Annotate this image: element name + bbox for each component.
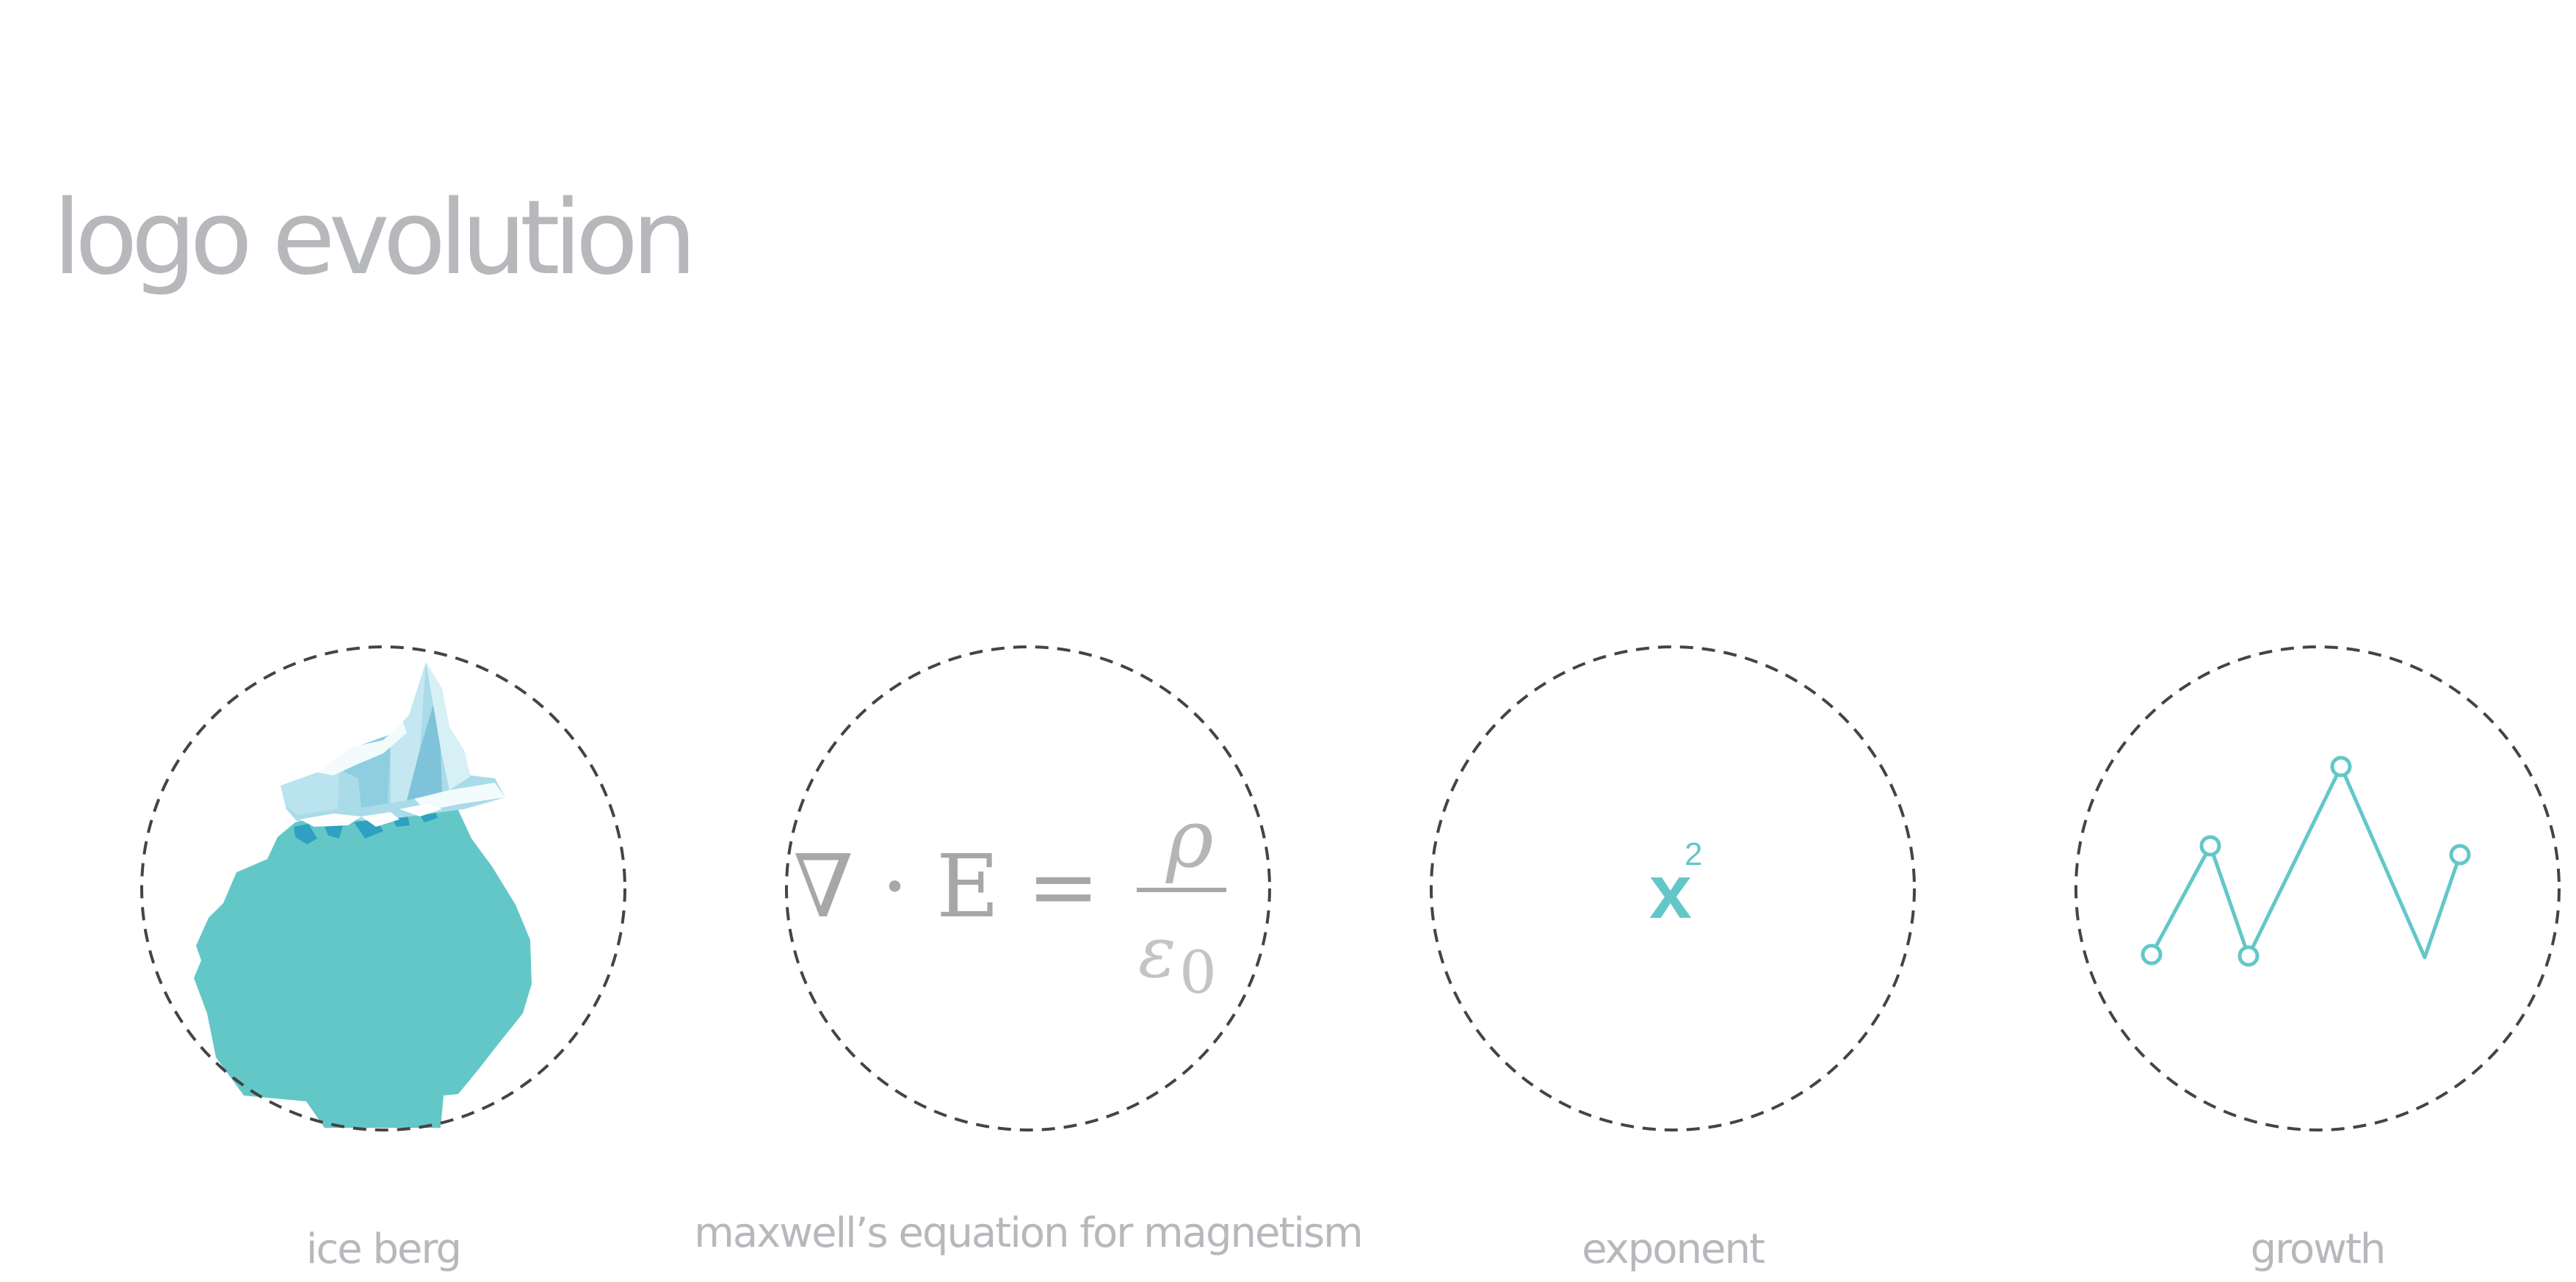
caption-maxwell-equation: maxwell’s equation for magnetism (694, 1209, 1363, 1257)
growth-line (2149, 764, 2462, 960)
caption-iceberg: ice berg (305, 1225, 462, 1273)
page-title: logo evolution (53, 178, 697, 298)
growth-point (2237, 945, 2260, 967)
formula-lhs: ∇ · E = (793, 836, 1099, 937)
exponent-base: x (1649, 850, 1692, 935)
caption-growth: growth (2250, 1225, 2387, 1273)
formula-denominator: ε (1138, 911, 1176, 993)
maxwell-equation-icon: ∇ · E = ρ ε 0 (785, 645, 1271, 1131)
formula-numerator: ρ (1165, 792, 1214, 886)
growth-point (2199, 835, 2221, 857)
exponent-icon: x 2 (1430, 645, 1916, 1131)
iceberg-icon (140, 645, 626, 1131)
logo-growth (2074, 645, 2561, 1131)
growth-point (2449, 844, 2471, 866)
growth-line-icon (2074, 645, 2561, 1131)
logo-maxwell-equation: ∇ · E = ρ ε 0 (785, 645, 1271, 1131)
formula-subscript: 0 (1179, 938, 1217, 1007)
exponent-power: 2 (1685, 836, 1702, 872)
caption-exponent: exponent (1582, 1225, 1765, 1273)
growth-point (2141, 944, 2163, 966)
growth-point (2330, 756, 2352, 778)
logo-exponent: x 2 (1430, 645, 1916, 1131)
logo-iceberg (140, 645, 626, 1131)
